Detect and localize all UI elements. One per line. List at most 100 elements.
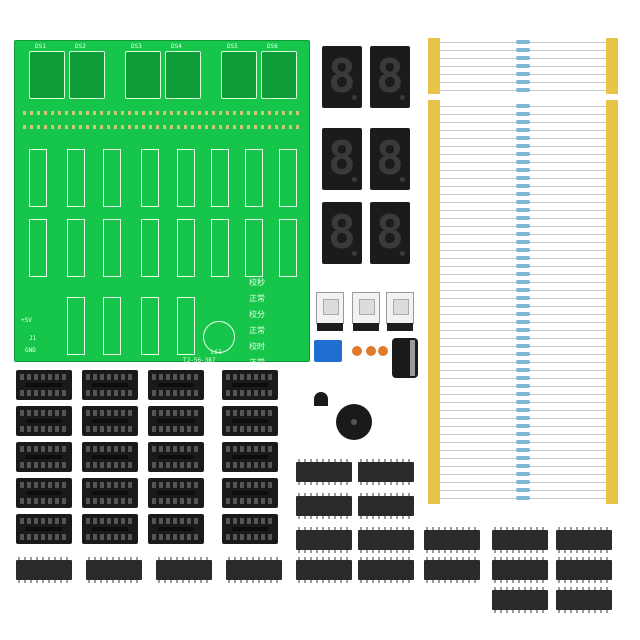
resistor [516,424,530,428]
ic-outline [29,149,47,207]
resistor [516,472,530,476]
resistor [516,352,530,356]
resistor [516,88,530,92]
resistor [516,280,530,284]
resistor [516,40,530,44]
resistor [516,112,530,116]
pad-row [23,125,303,129]
speaker-label: LS1 [211,349,222,356]
buzzer [336,404,372,440]
resistor [516,176,530,180]
resistor [516,368,530,372]
resistor [516,440,530,444]
switch-label: 校秒 [249,278,265,287]
resistor [516,344,530,348]
resistor [516,160,530,164]
resistor [516,48,530,52]
resistor [516,248,530,252]
ic-outline [67,297,85,355]
ceramic-capacitor [366,346,376,356]
resistor-tape [606,100,618,504]
dip-ic [86,557,142,583]
resistor [516,360,530,364]
seven-segment-display: 8 [370,202,410,264]
ic-socket [82,478,138,508]
resistor-tape [428,38,440,94]
resistor [516,376,530,380]
resistor [516,208,530,212]
resistor [516,464,530,468]
ic-outline [103,219,121,277]
resistor [516,128,530,132]
display-slot [125,51,161,99]
dip-ic [358,557,414,583]
resistor [516,56,530,60]
display-slot [29,51,65,99]
switch-label: 校分 [249,310,265,319]
seven-segment-display: 8 [370,128,410,190]
ic-outline [67,219,85,277]
dip-ic [226,557,282,583]
resistor [516,120,530,124]
power-label: GND [25,347,36,354]
seven-segment-display: 8 [322,128,362,190]
resistor [516,312,530,316]
resistor [516,392,530,396]
ceramic-capacitor [378,346,388,356]
display-slot [261,51,297,99]
display-slot [165,51,201,99]
resistor [516,224,530,228]
resistor [516,240,530,244]
resistor [516,104,530,108]
seven-segment-display: 8 [322,202,362,264]
ic-outline [29,219,47,277]
resistor [516,80,530,84]
resistor [516,456,530,460]
ic-socket [222,406,278,436]
resistor [516,184,530,188]
resistor [516,336,530,340]
resistor [516,256,530,260]
resistor [516,328,530,332]
ds-label: DS5 [227,43,238,50]
terminal-block [314,340,342,362]
dip-ic [296,557,352,583]
ic-socket [82,514,138,544]
push-button [316,292,344,331]
ic-outline [245,149,263,207]
version-label: TJ-56-387 [183,357,216,364]
resistor [516,200,530,204]
resistor [516,384,530,388]
resistor [516,400,530,404]
dip-ic [296,493,352,519]
ic-outline [103,297,121,355]
switch-label: 正常 [249,326,265,335]
ic-outline [141,149,159,207]
resistor [516,64,530,68]
ic-outline [177,149,195,207]
push-button [352,292,380,331]
ic-socket [16,514,72,544]
dip-ic [492,587,548,613]
resistor [516,448,530,452]
ic-outline [211,219,229,277]
resistor [516,216,530,220]
resistor [516,288,530,292]
resistor [516,432,530,436]
ic-socket [82,442,138,472]
resistor [516,72,530,76]
pcb-board: DS1 DS2 DS3 DS4 DS5 DS6 校秒 正常 校分 正常 校时 正… [14,40,310,367]
resistor [516,264,530,268]
dip-ic [556,557,612,583]
ic-socket [148,370,204,400]
dip-ic [358,527,414,553]
ic-socket [82,370,138,400]
ic-socket [16,442,72,472]
resistor [516,296,530,300]
dip-ic [296,459,352,485]
resistor-tape [428,100,440,504]
push-button [386,292,414,331]
switch-label: 正常 [249,294,265,303]
ic-outline [177,219,195,277]
dip-ic [358,459,414,485]
